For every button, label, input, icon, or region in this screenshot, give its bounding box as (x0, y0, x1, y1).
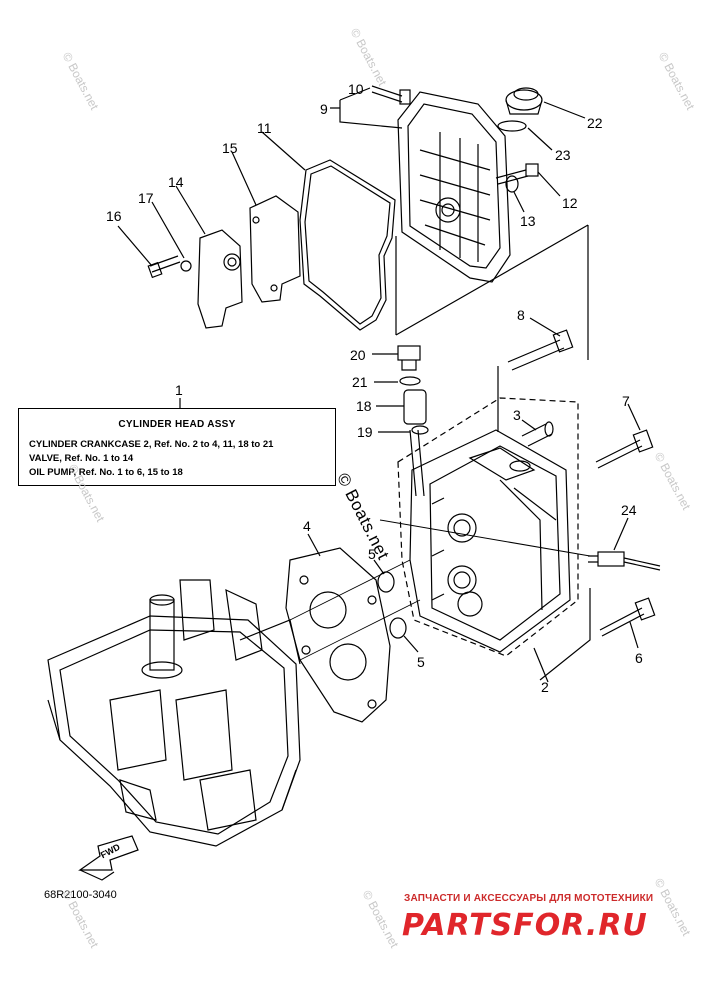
callout-5-upper: 5 (368, 546, 376, 562)
bolt-part-8 (507, 317, 574, 371)
callout-2: 2 (541, 679, 549, 695)
plate-part-15 (231, 151, 301, 303)
sleeve-part-18 (376, 389, 427, 425)
dowel-part-5-lower (389, 617, 419, 653)
callout-24: 24 (621, 502, 637, 518)
oil-filler-cap-part-22 (505, 87, 586, 119)
diagram-part-code: 68R2100-3040 (44, 889, 117, 901)
plate-part-14 (175, 185, 243, 329)
head-cover-gasket-part-11 (261, 131, 396, 331)
callout-14: 14 (168, 174, 184, 190)
callout-15: 15 (222, 140, 238, 156)
callout-4: 4 (303, 518, 311, 534)
assembly-info-box: CYLINDER HEAD ASSY CYLINDER CRANKCASE 2,… (18, 408, 336, 486)
info-line-cylinder-crankcase: CYLINDER CRANKCASE 2, Ref. No. 2 to 4, 1… (29, 439, 274, 450)
washer-part-13 (505, 175, 525, 213)
info-box-title: CYLINDER HEAD ASSY (118, 419, 236, 430)
pin-part-19 (378, 425, 429, 497)
callout-6: 6 (635, 650, 643, 666)
info-line-valve: VALVE, Ref. No. 1 to 14 (29, 453, 134, 464)
o-ring-part-23 (497, 120, 553, 151)
forward-direction-arrow (78, 835, 139, 881)
callout-11: 11 (257, 120, 272, 136)
callout-7: 7 (622, 393, 630, 409)
head-gasket-part-4 (285, 533, 421, 723)
plug-part-20 (372, 345, 421, 371)
bolt-part-12 (495, 163, 561, 197)
bolt-part-6 (539, 588, 656, 681)
info-line-oil-pump: OIL PUMP, Ref. No. 1 to 6, 15 to 18 (29, 467, 183, 478)
callout-23: 23 (555, 147, 571, 163)
head-cover-part-9 (395, 91, 589, 360)
brand-tagline: ЗАПЧАСТИ И АКСЕССУАРЫ ДЛЯ МОТОТЕХНИКИ (404, 893, 654, 904)
callout-18: 18 (356, 398, 372, 414)
callout-19: 19 (357, 424, 373, 440)
spark-plug-part-24 (379, 517, 661, 571)
callout-13: 13 (520, 213, 536, 229)
cylinder-block-part-2 (397, 366, 579, 683)
callout-10: 10 (348, 81, 364, 97)
crankcase-block (47, 579, 301, 847)
callout-1: 1 (175, 382, 183, 398)
bolt-part-7 (595, 403, 654, 469)
dowel-part-3 (521, 419, 554, 447)
callout-21: 21 (352, 374, 368, 390)
bolt-part-10 (330, 85, 411, 129)
brand-logo: PARTSFOR.RU (402, 908, 648, 943)
callout-3: 3 (513, 407, 521, 423)
bolt-part-16 (117, 201, 192, 279)
callout-22: 22 (587, 115, 603, 131)
o-ring-part-21 (374, 376, 421, 386)
callout-9: 9 (320, 101, 328, 117)
callout-5-lower: 5 (417, 654, 425, 670)
callout-8: 8 (517, 307, 525, 323)
callout-17: 17 (138, 190, 154, 206)
callout-20: 20 (350, 347, 366, 363)
callout-16: 16 (106, 208, 122, 224)
callout-12: 12 (562, 195, 578, 211)
